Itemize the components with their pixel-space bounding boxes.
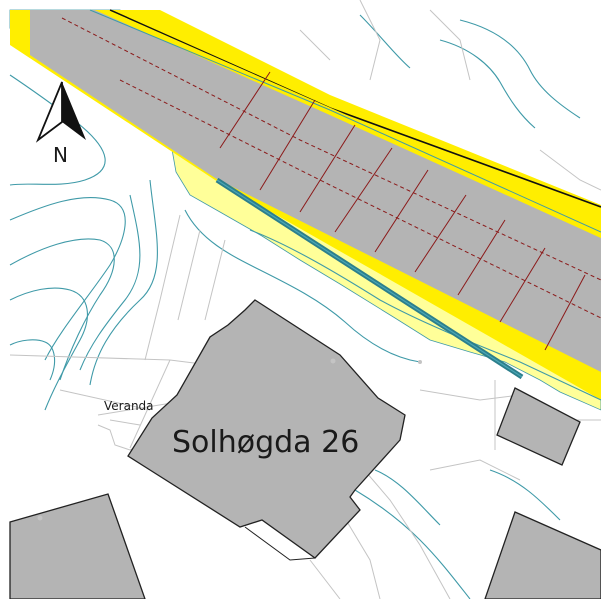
road-edge-contour: [89, 9, 601, 233]
road-centerline: [119, 79, 601, 319]
building-solhogda-26[interactable]: [127, 299, 406, 559]
survey-point: [37, 515, 43, 521]
road-surface: [30, 10, 601, 372]
contour-lines: [9, 14, 601, 599]
building-garage[interactable]: [496, 387, 581, 466]
north-arrow-icon: [35, 81, 63, 143]
plot-grid: [219, 71, 586, 351]
north-arrow: N: [35, 81, 86, 167]
north-arrow-icon: [62, 82, 86, 140]
address-label: Solhøgda 26: [172, 425, 359, 460]
veranda-label: Veranda: [104, 399, 154, 413]
retaining-wall-edge: [216, 179, 523, 378]
survey-point: [418, 360, 422, 364]
building-southwest[interactable]: [9, 493, 146, 599]
survey-point: [330, 358, 336, 364]
north-label: N: [53, 143, 68, 167]
building-annex-line: [244, 526, 316, 561]
building-southeast[interactable]: [484, 511, 601, 599]
road-centerline: [61, 17, 601, 281]
